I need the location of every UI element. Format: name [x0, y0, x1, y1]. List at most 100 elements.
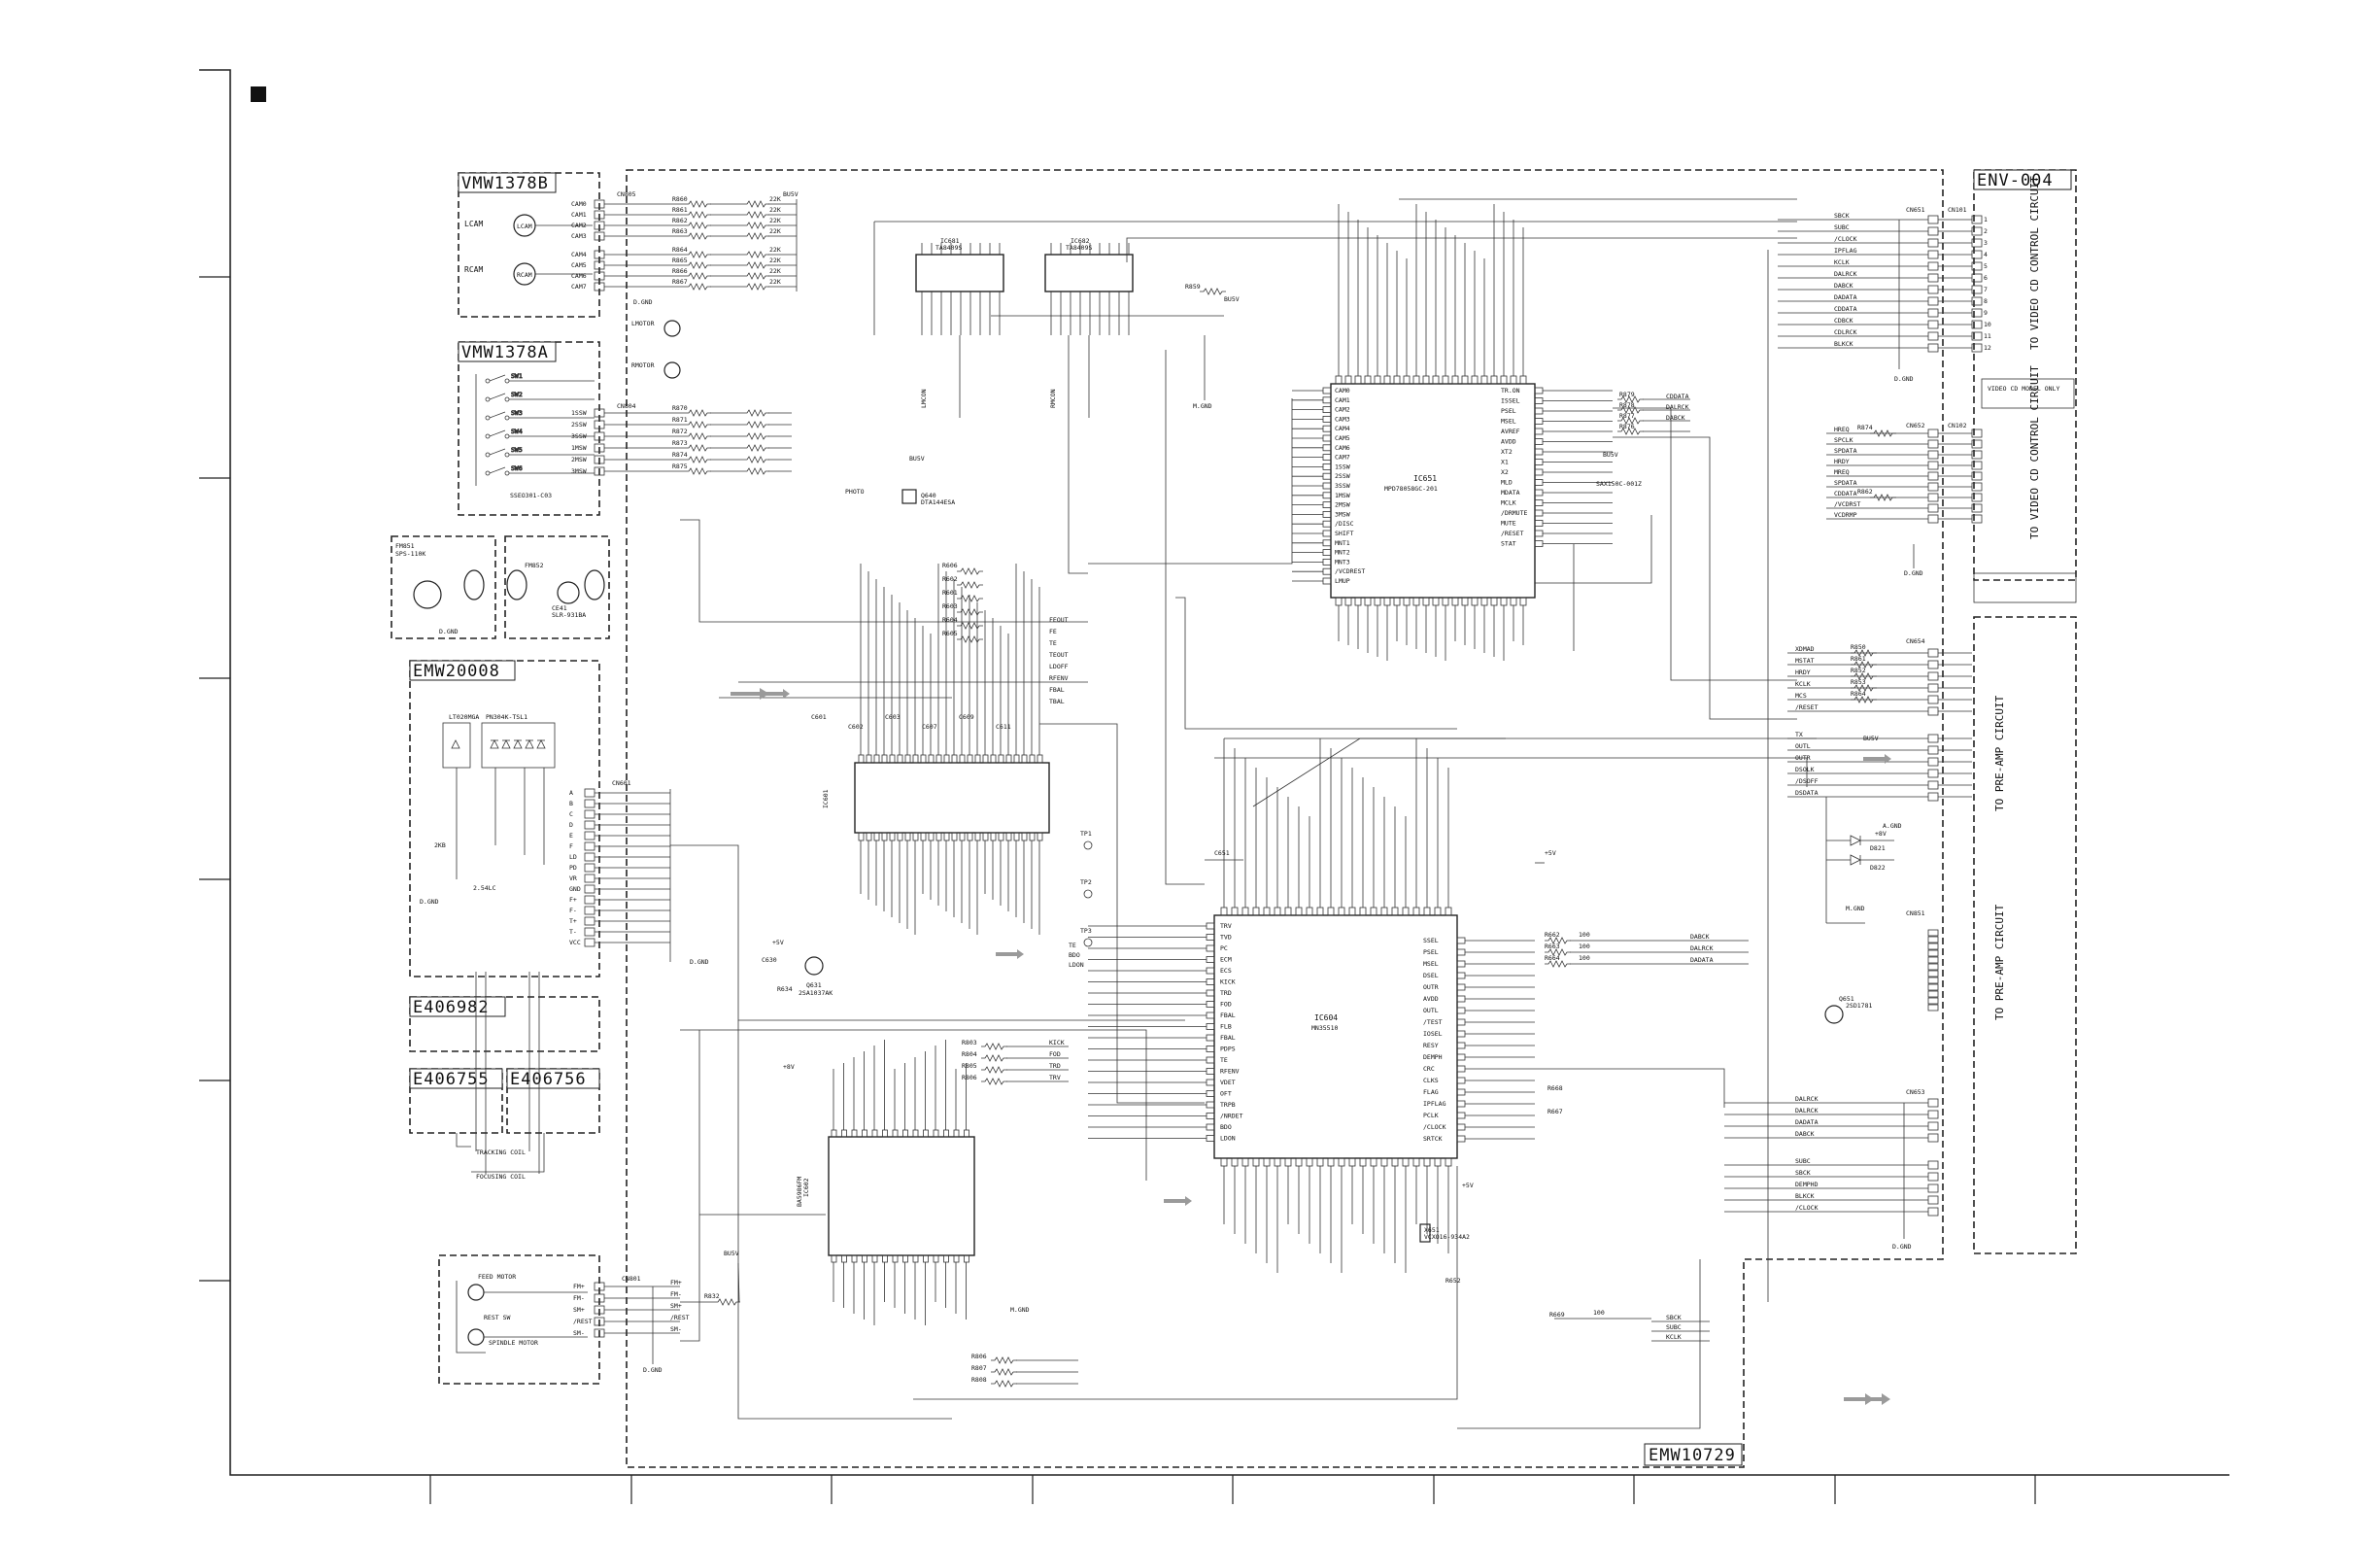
label: R804	[962, 1050, 977, 1058]
pin	[584, 831, 595, 840]
label: SUBC	[1666, 1323, 1682, 1331]
pin	[584, 874, 595, 883]
wire	[1088, 398, 1293, 565]
label: R807	[971, 1364, 987, 1372]
pin	[1335, 597, 1343, 606]
pin	[1534, 468, 1544, 476]
switch-contact	[504, 378, 510, 384]
test-point	[1083, 889, 1093, 899]
pin	[959, 754, 966, 764]
label: DALRCK	[1795, 1107, 1819, 1114]
resistor	[742, 421, 770, 429]
label: 100	[1579, 931, 1590, 939]
pin	[1456, 1088, 1466, 1096]
pin	[1927, 429, 1939, 438]
pin	[1252, 907, 1260, 916]
label: SW1	[511, 372, 523, 380]
diode	[1850, 835, 1861, 846]
label: IPFLAG	[1834, 247, 1857, 255]
pin	[1029, 754, 1036, 764]
pin	[1432, 375, 1440, 385]
label: TVD	[1220, 934, 1232, 942]
pin	[1206, 1079, 1215, 1086]
label: 9	[1984, 309, 1988, 317]
resistor	[684, 456, 712, 463]
pin	[584, 863, 595, 873]
pin	[831, 1129, 837, 1138]
diode	[536, 739, 546, 749]
label: /CLOCK	[1423, 1123, 1446, 1131]
switch-contact	[504, 415, 510, 421]
pin	[841, 1254, 847, 1263]
pin	[1456, 995, 1466, 1003]
pin	[959, 832, 966, 841]
label: RMCON	[1049, 389, 1057, 408]
label: SM-	[573, 1329, 585, 1337]
svg-text:D.GND: D.GND	[633, 298, 653, 306]
label: TRV	[1220, 922, 1232, 930]
label: 3MSW	[571, 467, 587, 475]
pin	[1354, 375, 1362, 385]
label: PSEL	[1501, 407, 1516, 415]
wire	[1165, 350, 1205, 885]
svg-text:FEED MOTOR: FEED MOTOR	[478, 1273, 516, 1281]
pin	[1927, 1160, 1939, 1170]
pin	[1927, 963, 1939, 971]
label: MDATA	[1501, 489, 1520, 497]
svg-text:E406755: E406755	[413, 1070, 490, 1089]
svg-text:D.GND: D.GND	[439, 628, 459, 635]
pin	[1322, 549, 1332, 556]
svg-text:EMW20008: EMW20008	[413, 662, 500, 681]
pin	[882, 1254, 888, 1263]
label: M.GND	[1846, 905, 1865, 912]
pin	[1327, 1157, 1335, 1167]
pin	[1206, 1034, 1215, 1042]
pin	[1534, 459, 1544, 465]
label: XDMAD	[1795, 645, 1815, 653]
pin	[1344, 375, 1352, 385]
svg-text:FOCUSING COIL: FOCUSING COIL	[476, 1173, 526, 1181]
pin	[1274, 1157, 1281, 1167]
resistor	[1869, 429, 1897, 437]
pin	[1274, 907, 1281, 916]
label: C602	[848, 723, 864, 731]
pin	[1206, 1113, 1215, 1119]
svg-text:LT020MGA: LT020MGA	[449, 713, 479, 721]
pin	[1412, 597, 1420, 606]
pin	[1927, 706, 1939, 716]
svg-text:PN304K-TSL1: PN304K-TSL1	[486, 713, 527, 721]
pin	[1354, 597, 1362, 606]
pin	[1927, 929, 1939, 937]
switch-contact	[485, 396, 491, 402]
label: LDON	[1220, 1135, 1236, 1143]
label: /DISC	[1335, 520, 1354, 528]
pin	[1480, 597, 1488, 606]
board-label-emw10729: EMW10729	[1644, 1443, 1743, 1466]
board-fm851: FM851 SPS-110K D.GND	[391, 535, 496, 639]
label: CAM4	[1335, 425, 1350, 432]
svg-text:CN654: CN654	[1906, 637, 1925, 645]
svg-text:VCXO16-934A2: VCXO16-934A2	[1424, 1233, 1470, 1241]
label: SBCK	[1834, 212, 1850, 220]
wire	[737, 1020, 952, 1420]
crystal-x651: X651 VCXO16-934A2	[1419, 1223, 1470, 1243]
section-marker	[251, 86, 266, 102]
pin	[1206, 1056, 1215, 1064]
label: ISSEL	[1501, 397, 1520, 405]
frame-ticks	[199, 276, 2036, 1504]
pin	[1412, 907, 1420, 916]
diode	[513, 739, 523, 749]
pin	[1471, 375, 1479, 385]
pin	[1403, 375, 1411, 385]
pin	[943, 832, 950, 841]
pin	[1490, 375, 1498, 385]
pin	[1534, 397, 1544, 404]
pin	[1327, 907, 1335, 916]
svg-text:CN101: CN101	[1948, 206, 1967, 214]
pin	[1456, 1042, 1466, 1049]
resistor	[684, 283, 712, 291]
label: VCC	[569, 939, 581, 946]
pin	[1927, 493, 1939, 502]
label: CDDATA	[1834, 490, 1857, 497]
